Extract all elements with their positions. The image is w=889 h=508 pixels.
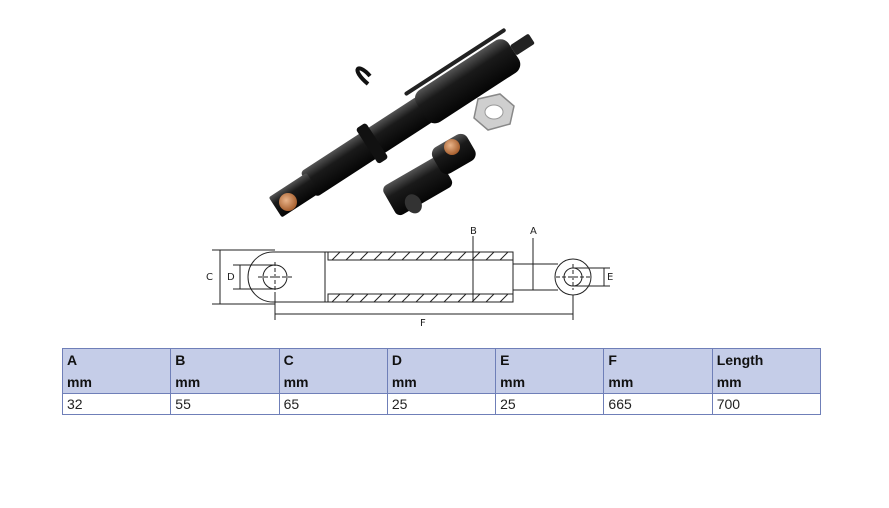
header-a: A	[61, 348, 172, 371]
cylinder-outline	[247, 251, 514, 303]
hex-nut	[473, 93, 515, 131]
value-c: 65	[278, 393, 388, 415]
unit-length: mm	[711, 371, 822, 394]
table-row: 32 55 65 25 25 665 700	[61, 393, 822, 415]
piston-rod	[513, 258, 592, 296]
unit-f: mm	[603, 371, 713, 394]
dim-label-b: B	[470, 226, 477, 237]
unit-a: mm	[61, 371, 172, 394]
unit-b: mm	[170, 371, 280, 394]
spec-table: A B C D E F Length mm mm mm mm mm mm mm …	[61, 348, 822, 415]
table-units-row: mm mm mm mm mm mm mm	[61, 371, 822, 394]
dim-label-d: D	[227, 272, 235, 283]
dim-label-a: A	[530, 226, 537, 237]
product-photo	[269, 28, 535, 217]
dim-label-c: C	[206, 272, 213, 283]
eye-left	[258, 262, 292, 292]
value-e: 25	[495, 393, 605, 415]
header-length: Length	[711, 348, 822, 371]
value-f: 665	[603, 393, 713, 415]
table-header-row: A B C D E F Length	[61, 348, 822, 371]
header-d: D	[386, 348, 497, 371]
technical-drawing: C D B A E F	[206, 226, 613, 329]
header-b: B	[170, 348, 280, 371]
copper-bushing-left	[279, 193, 297, 211]
value-d: 25	[386, 393, 497, 415]
dim-label-e: E	[607, 272, 613, 283]
copper-bushing-right	[444, 139, 460, 155]
header-e: E	[495, 348, 605, 371]
header-c: C	[278, 348, 388, 371]
value-length: 700	[711, 393, 822, 415]
dimension-lines	[212, 236, 610, 320]
cylinder-body	[269, 28, 535, 217]
header-f: F	[603, 348, 713, 371]
unit-c: mm	[278, 371, 388, 394]
value-b: 55	[170, 393, 280, 415]
dim-label-f: F	[420, 318, 426, 329]
unit-d: mm	[386, 371, 497, 394]
unit-e: mm	[495, 371, 605, 394]
value-a: 32	[61, 393, 172, 415]
